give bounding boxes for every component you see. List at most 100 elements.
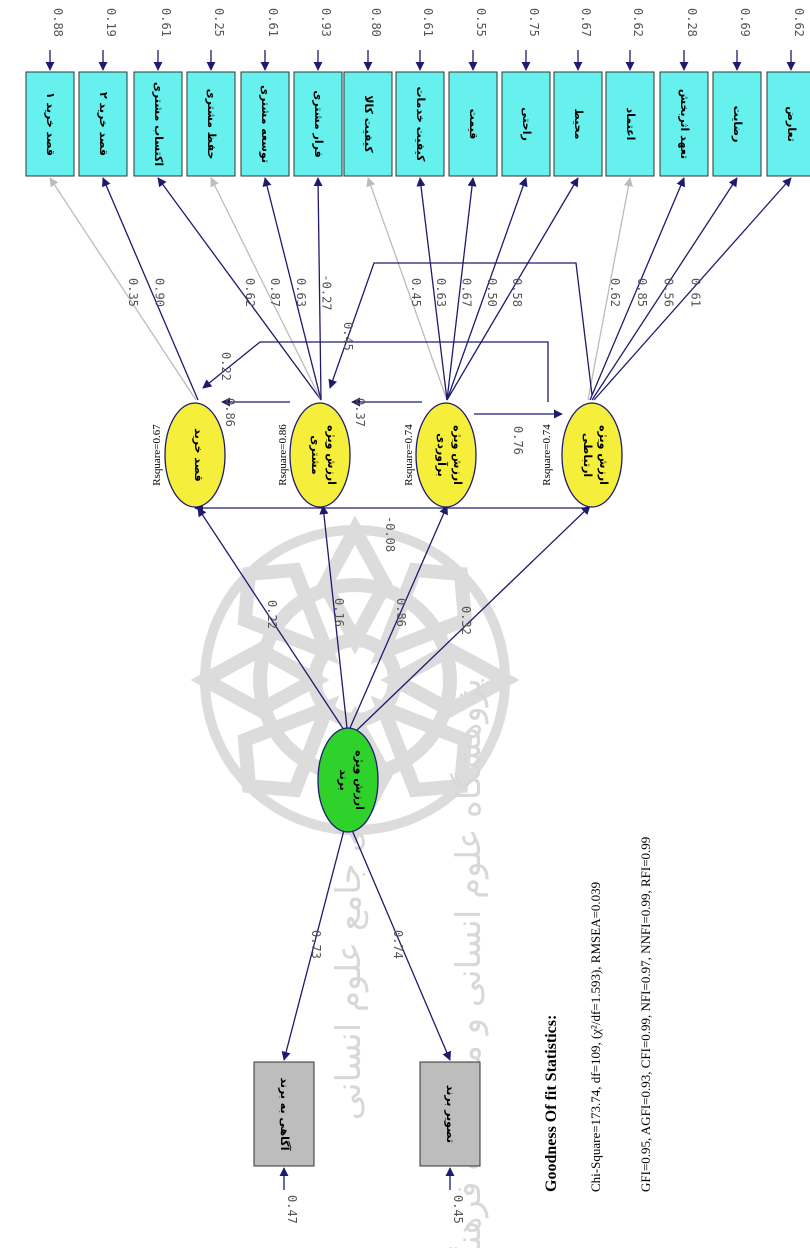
- error-value: 0.67: [579, 8, 593, 37]
- indicator-awareness: آگاهی به برند 0.47: [254, 1062, 314, 1224]
- label-perceived-to-purchase: -0.08: [383, 516, 397, 552]
- loading-label-9: 0.67: [459, 278, 473, 307]
- latent-purchase: قصد خرید Rsquare=0.67: [151, 403, 225, 507]
- loading-label-4: 0.87: [268, 278, 282, 307]
- indicator-label: محیط: [572, 108, 585, 139]
- label-brand-to-image: 0.74: [391, 930, 405, 959]
- loading-label-11: 0.58: [510, 278, 524, 307]
- indicator-image-label: تصویر برند: [444, 1085, 457, 1143]
- indicator-label: اعتماد: [624, 108, 637, 141]
- error-value: 0.28: [685, 8, 699, 37]
- indicator-10: راحتی 0.75: [502, 8, 550, 176]
- latent-customer-rsquare: Rsquare=0.86: [277, 424, 289, 486]
- loading-label-7: 0.45: [409, 278, 423, 307]
- loading-label-2: 0.90: [152, 278, 166, 307]
- latent-customer-label-2: مشتری: [309, 435, 322, 474]
- error-value: 0.62: [631, 8, 645, 37]
- indicator-boxes: قصد خرید ۱ 0.88 قصد خرید ۲ 0.19 اکتساب مشتری…: [26, 8, 810, 176]
- label-brand-to-customer: 0.16: [332, 598, 346, 627]
- latent-perceived: ارزش ویژه برآوردی Rsquare=0.74: [403, 403, 476, 507]
- label-brand-to-relational: 0.32: [459, 606, 473, 635]
- latent-customer-label-1: ارزش ویژه: [325, 425, 338, 485]
- latent-brand-label-2: برند: [337, 769, 350, 790]
- loading-path-1: [50, 178, 196, 400]
- fit-statistics: Goodness Of fit Statistics: Chi-Square=1…: [543, 837, 653, 1192]
- indicator-label: قصد خرید ۱: [44, 92, 57, 156]
- indicator-3: اکتساب مشتری 0.61: [134, 8, 182, 176]
- latent-relational: ارزش ویژه ارتباطی Rsquare=0.74: [541, 403, 622, 507]
- fit-line-2: GFI=0.95, AGFI=0.93, CFI=0.99, NFI=0.97,…: [638, 837, 653, 1192]
- loading-label-6: -0.27: [320, 274, 334, 310]
- indicator-2: قصد خرید ۲ 0.19: [79, 8, 127, 176]
- indicator-label: رضایت: [731, 106, 744, 143]
- loading-label-12: 0.62: [608, 278, 622, 307]
- label-perceived-to-relational: 0.76: [511, 426, 525, 455]
- indicator-label: تعارض: [785, 106, 798, 142]
- indicator-awareness-label: آگاهی به برند: [278, 1078, 292, 1151]
- indicator-label: فرار مشتری: [312, 90, 325, 157]
- indicator-image-error: 0.45: [451, 1195, 465, 1224]
- error-value: 0.69: [738, 8, 752, 37]
- label-perceived-to-customer: 0.37: [353, 398, 367, 427]
- loading-label-10: 0.50: [485, 278, 499, 307]
- error-value: 0.75: [527, 8, 541, 37]
- fit-title: Goodness Of fit Statistics:: [543, 1015, 560, 1192]
- latent-brand: ارزش ویژه برند: [318, 728, 378, 832]
- latent-brand-label-1: ارزش ویژه: [353, 750, 366, 810]
- indicator-awareness-error: 0.47: [285, 1195, 299, 1224]
- label-brand-to-awareness: 0.73: [309, 930, 323, 959]
- latent-perceived-rsquare: Rsquare=0.74: [403, 424, 415, 486]
- label-relational-to-customer: 0.45: [341, 322, 355, 351]
- loading-label-3: 0.62: [243, 278, 257, 307]
- latent-relational-rsquare: Rsquare=0.74: [541, 424, 553, 486]
- indicator-label: توسعه مشتری: [259, 85, 272, 163]
- indicator-4: حفظ مشتری 0.25: [187, 8, 235, 176]
- indicator-label: قصد خرید ۲: [97, 92, 110, 156]
- latent-customer: ارزش ویژه مشتری Rsquare=0.86: [277, 403, 350, 507]
- measurement-paths: 0.350.900.620.870.63-0.270.450.630.670.5…: [50, 178, 791, 400]
- indicator-13: تعهد اثربخش 0.28: [660, 8, 708, 176]
- latent-purchase-label: قصد خرید: [192, 428, 205, 481]
- indicator-5: توسعه مشتری 0.61: [241, 8, 289, 176]
- indicator-label: حفظ مشتری: [205, 89, 218, 160]
- indicator-label: تعهد اثربخش: [678, 89, 691, 159]
- label-brand-to-purchase: 0.22: [265, 600, 279, 629]
- indicator-label: اکتساب مشتری: [152, 82, 165, 166]
- fit-line-1: Chi-Square=173.74, df=109, (χ²/df=1.593)…: [588, 882, 603, 1192]
- error-value: 0.88: [51, 8, 65, 37]
- indicator-8: کیفیت خدمات 0.61: [396, 8, 444, 176]
- loading-path-2: [103, 178, 198, 400]
- indicator-label: کیفیت خدمات: [414, 86, 427, 162]
- label-customer-to-purchase: 0.86: [223, 398, 237, 427]
- error-value: 0.61: [159, 8, 173, 37]
- indicator-label: کیفیت کالا: [362, 95, 375, 153]
- error-value: 0.55: [474, 8, 488, 37]
- path-relational-to-purchase: [203, 342, 548, 402]
- loading-label-15: 0.61: [689, 278, 703, 307]
- latent-purchase-rsquare: Rsquare=0.67: [151, 424, 163, 486]
- error-value: 0.80: [369, 8, 383, 37]
- loading-label-5: 0.63: [294, 278, 308, 307]
- indicator-label: قیمت: [467, 109, 480, 140]
- error-value: 0.25: [212, 8, 226, 37]
- indicator-7: کیفیت کالا 0.80: [344, 8, 392, 176]
- label-brand-to-perceived: 0.86: [394, 598, 408, 627]
- label-relational-to-purchase: 0.22: [219, 352, 233, 381]
- latent-perceived-label-2: برآوردی: [435, 433, 449, 477]
- indicator-6: فرار مشتری 0.93: [294, 8, 342, 176]
- latent-relational-label-1: ارزش ویژه: [597, 425, 610, 485]
- loading-label-14: 0.56: [662, 278, 676, 307]
- indicator-11: محیط 0.67: [554, 8, 602, 176]
- error-value: 0.61: [421, 8, 435, 37]
- indicator-label: راحتی: [520, 107, 533, 141]
- indicator-1: قصد خرید ۱ 0.88: [26, 8, 74, 176]
- loading-label-8: 0.63: [434, 278, 448, 307]
- latent-relational-label-2: ارتباطی: [581, 433, 594, 477]
- indicator-14: رضایت 0.69: [713, 8, 761, 176]
- error-value: 0.93: [319, 8, 333, 37]
- error-value: 0.19: [104, 8, 118, 37]
- indicator-12: اعتماد 0.62: [606, 8, 654, 176]
- error-value: 0.61: [266, 8, 280, 37]
